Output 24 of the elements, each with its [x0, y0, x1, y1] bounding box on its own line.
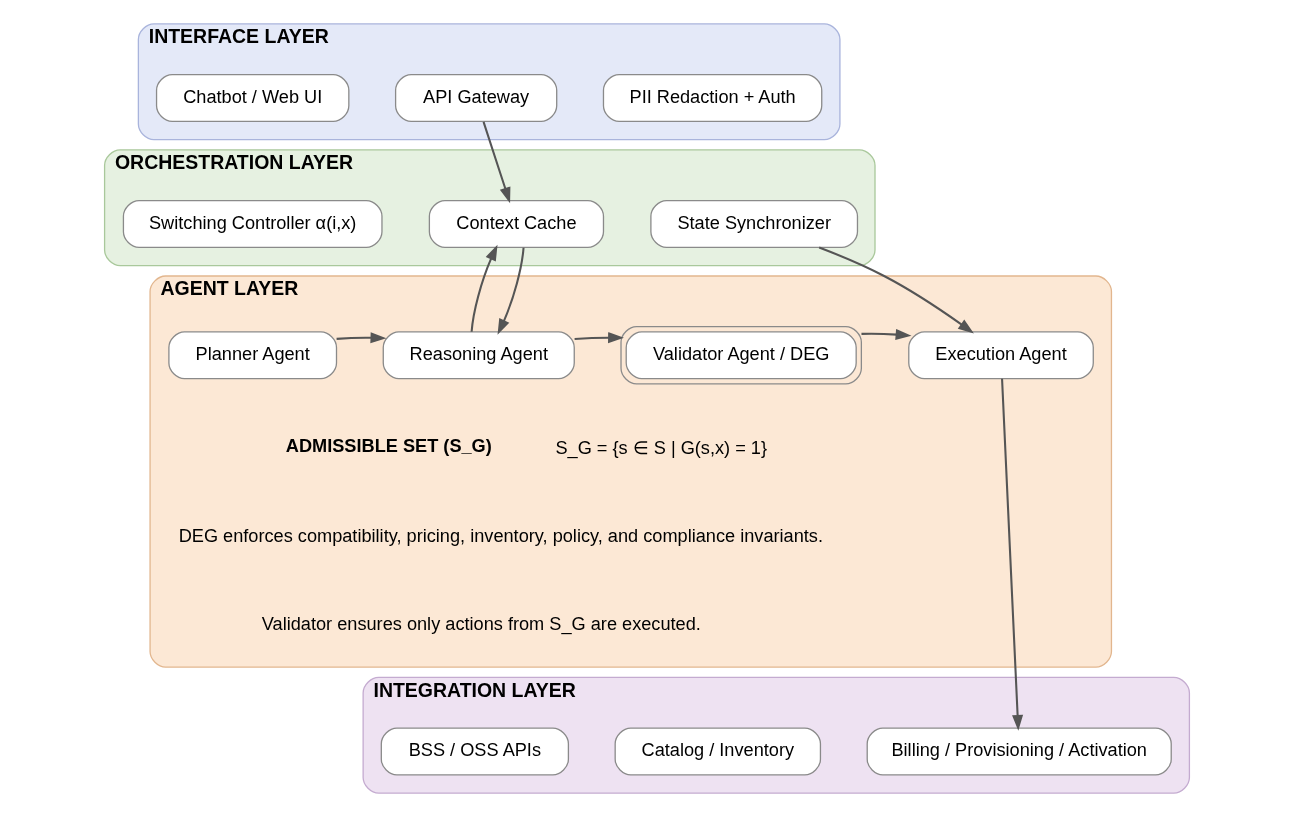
node-box: Validator Agent / DEG: [619, 326, 862, 385]
node-box: Planner Agent: [167, 331, 337, 380]
node-box: BSS / OSS APIs: [380, 727, 569, 776]
label: DEG enforces compatibility, pricing, inventory, policy, and compliance invariants.: [178, 525, 823, 546]
node-box: Switching Controller α(i,x): [122, 200, 383, 249]
arrow: [470, 244, 497, 332]
node-box: Catalog / Inventory: [614, 727, 821, 776]
node-box: State Synchronizer: [649, 200, 858, 249]
arrow: [1000, 378, 1023, 731]
arrow: [574, 332, 624, 344]
arrow: [336, 332, 386, 344]
node-box: Billing / Provisioning / Activation: [866, 727, 1172, 776]
node-box: PII Redaction + Auth: [602, 73, 822, 123]
node-box: Reasoning Agent: [382, 331, 575, 380]
node-box: Context Cache: [428, 200, 604, 249]
label: S_G = {s ∈ S | G(s,x) = 1}: [554, 437, 767, 458]
node-box: Chatbot / Web UI: [155, 73, 349, 123]
node-box: API Gateway: [394, 73, 557, 123]
label: Validator ensures only actions from S_G are executed.: [261, 614, 701, 635]
arrow: [482, 121, 510, 204]
arrow: [860, 329, 911, 341]
label: ADMISSIBLE SET (S_G): [285, 436, 492, 457]
node-box: Execution Agent: [907, 331, 1094, 380]
arrow: [497, 247, 525, 335]
